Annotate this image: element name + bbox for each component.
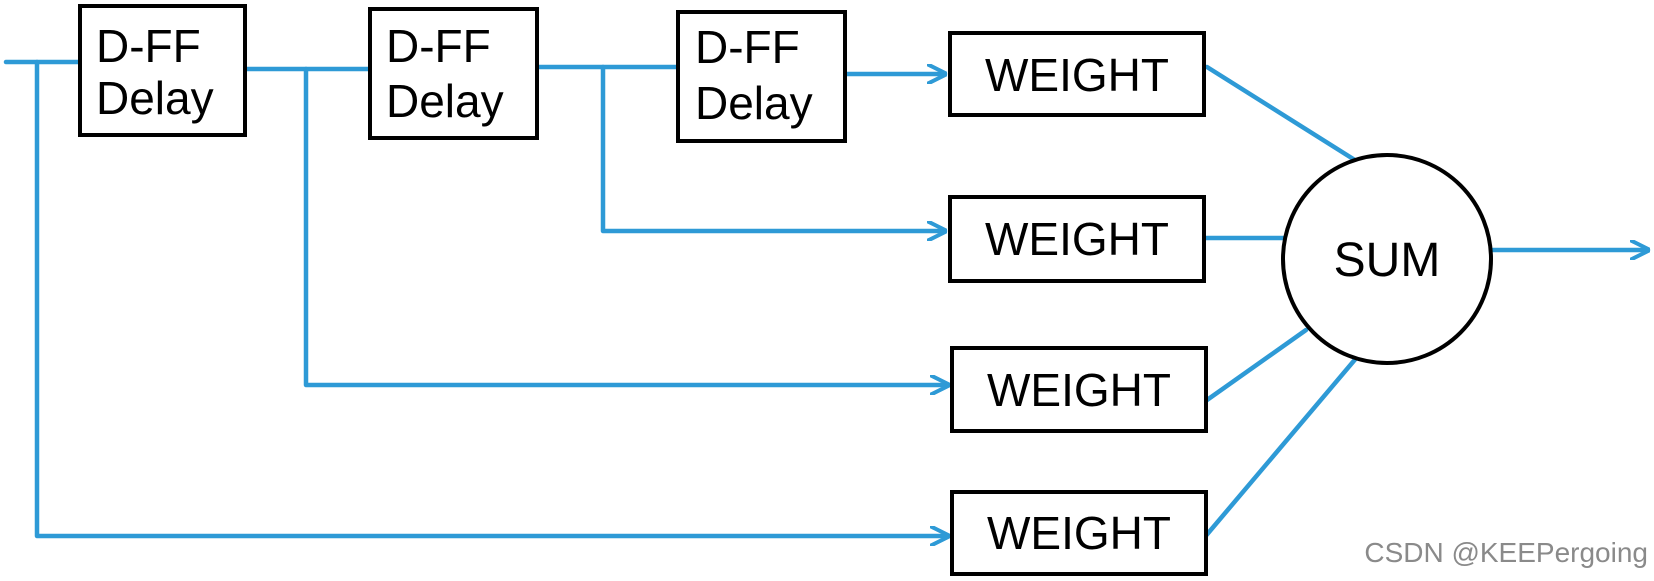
sum-node: SUM (1281, 153, 1493, 365)
delay-label-line1: D-FF (96, 20, 201, 72)
tap-wire-d2 (600, 64, 948, 231)
weight-block-3: WEIGHT (950, 346, 1208, 433)
delay-block-1: D-FF Delay (78, 4, 247, 137)
delay-label-line2: Delay (386, 75, 504, 127)
sum-label: SUM (1334, 234, 1441, 287)
weight-block-2: WEIGHT (948, 195, 1206, 283)
delay-label-line1: D-FF (386, 20, 491, 72)
weight-block-1: WEIGHT (948, 31, 1206, 117)
delay-block-2: D-FF Delay (368, 7, 539, 140)
weight-box (948, 31, 1206, 117)
weight-box (950, 346, 1208, 433)
delay-box (676, 10, 847, 143)
weight-label: WEIGHT (985, 213, 1169, 265)
wires (3, 59, 1651, 541)
delay-label-line1: D-FF (695, 21, 800, 73)
delay-box (78, 4, 247, 137)
sum-circle (1281, 153, 1493, 365)
weight-label: WEIGHT (987, 364, 1171, 416)
delay-label-line2: Delay (695, 77, 813, 129)
delay-label-line2: Delay (96, 72, 214, 124)
delay-block-3: D-FF Delay (676, 10, 847, 143)
weight-box (950, 490, 1208, 576)
delay-box (368, 7, 539, 140)
weight1-to-sum (1204, 64, 1361, 165)
tap-wire-input (34, 59, 951, 536)
weight4-to-sum (1201, 353, 1361, 541)
weight-block-4: WEIGHT (950, 490, 1208, 576)
tap-wire-d1 (303, 66, 951, 385)
weight-label: WEIGHT (987, 507, 1171, 559)
weight3-to-sum (1204, 327, 1309, 403)
weight-box (948, 195, 1206, 283)
watermark: CSDN @KEEPergoing (1364, 537, 1648, 568)
weight-label: WEIGHT (985, 49, 1169, 101)
